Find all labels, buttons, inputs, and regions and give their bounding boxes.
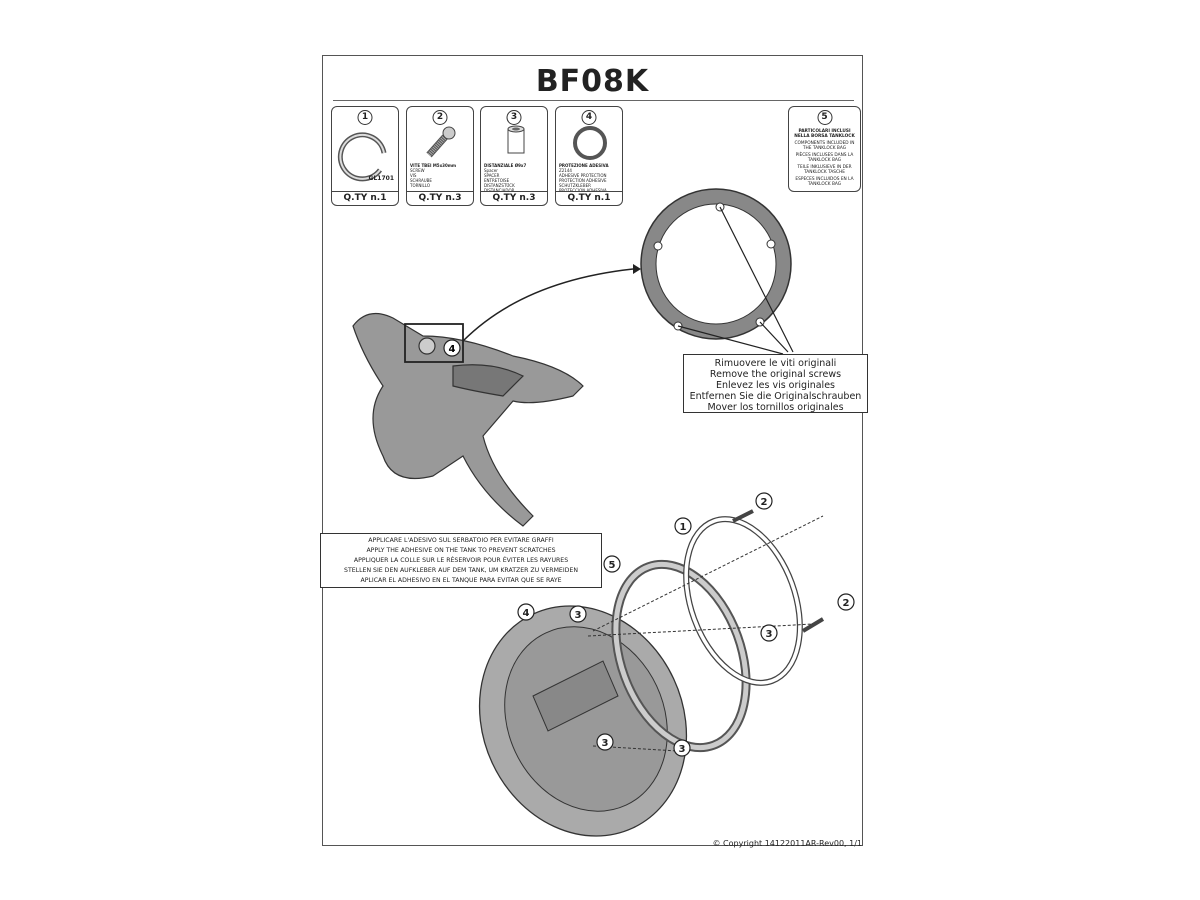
callouts: 1 2 2 3 3 3 3 4 5 xyxy=(517,492,855,757)
motorcycle-illustration xyxy=(352,312,584,527)
divider xyxy=(333,100,854,101)
copyright-text: © Copyright 14122011AR-Rev00, 1/1 xyxy=(712,839,862,848)
part-quantity: Q.TY n.1 xyxy=(556,191,622,205)
pointer-arrow xyxy=(462,268,634,342)
ring-icon xyxy=(337,132,387,182)
callout-2: 2 xyxy=(843,598,850,609)
instruction-sheet: BF08K 1 GL1701 Q.TY n.1 2 VITE TBEI M5x3… xyxy=(320,55,868,848)
part-number: 4 xyxy=(581,110,597,125)
part-code: GL1701 xyxy=(368,175,394,182)
part-number: 2 xyxy=(432,110,448,125)
tank-ring-illustration xyxy=(478,509,825,837)
assembly-illustration: 4 1 2 2 3 3 3 3 4 5 xyxy=(352,188,855,837)
callout-2: 2 xyxy=(761,497,768,508)
callout-5: 5 xyxy=(609,560,616,571)
callout-3: 3 xyxy=(602,738,609,749)
part-number: 3 xyxy=(506,110,522,125)
part-5-box: 5 PARTICOLARI INCLUSI NELLA BORSA TANKLO… xyxy=(788,106,861,192)
part-quantity: Q.TY n.3 xyxy=(481,191,547,205)
arrow-head xyxy=(633,264,641,274)
gasket-illustration xyxy=(640,188,794,355)
page-title: BF08K xyxy=(535,64,650,99)
part-1-box: 1 GL1701 Q.TY n.1 xyxy=(331,106,399,206)
callout-3: 3 xyxy=(575,610,582,621)
part-quantity: Q.TY n.3 xyxy=(407,191,473,205)
callout-4: 4 xyxy=(449,344,456,355)
part-number: 1 xyxy=(357,110,373,125)
callout-4: 4 xyxy=(523,608,530,619)
part-description: PARTICOLARI INCLUSI NELLA BORSA TANKLOCK… xyxy=(794,129,855,187)
callout-1: 1 xyxy=(680,522,687,533)
part-quantity: Q.TY n.1 xyxy=(332,191,398,205)
apply-adhesive-note: APPLICARE L'ADESIVO SUL SERBATOIO PER EV… xyxy=(320,533,602,588)
callout-3: 3 xyxy=(766,629,773,640)
callout-3: 3 xyxy=(679,744,686,755)
part-number: 5 xyxy=(817,110,832,125)
screw-icon xyxy=(426,126,456,158)
spacer-icon xyxy=(507,125,525,154)
tank-cap-highlight xyxy=(404,323,464,363)
adhesive-ring-icon xyxy=(573,126,607,160)
